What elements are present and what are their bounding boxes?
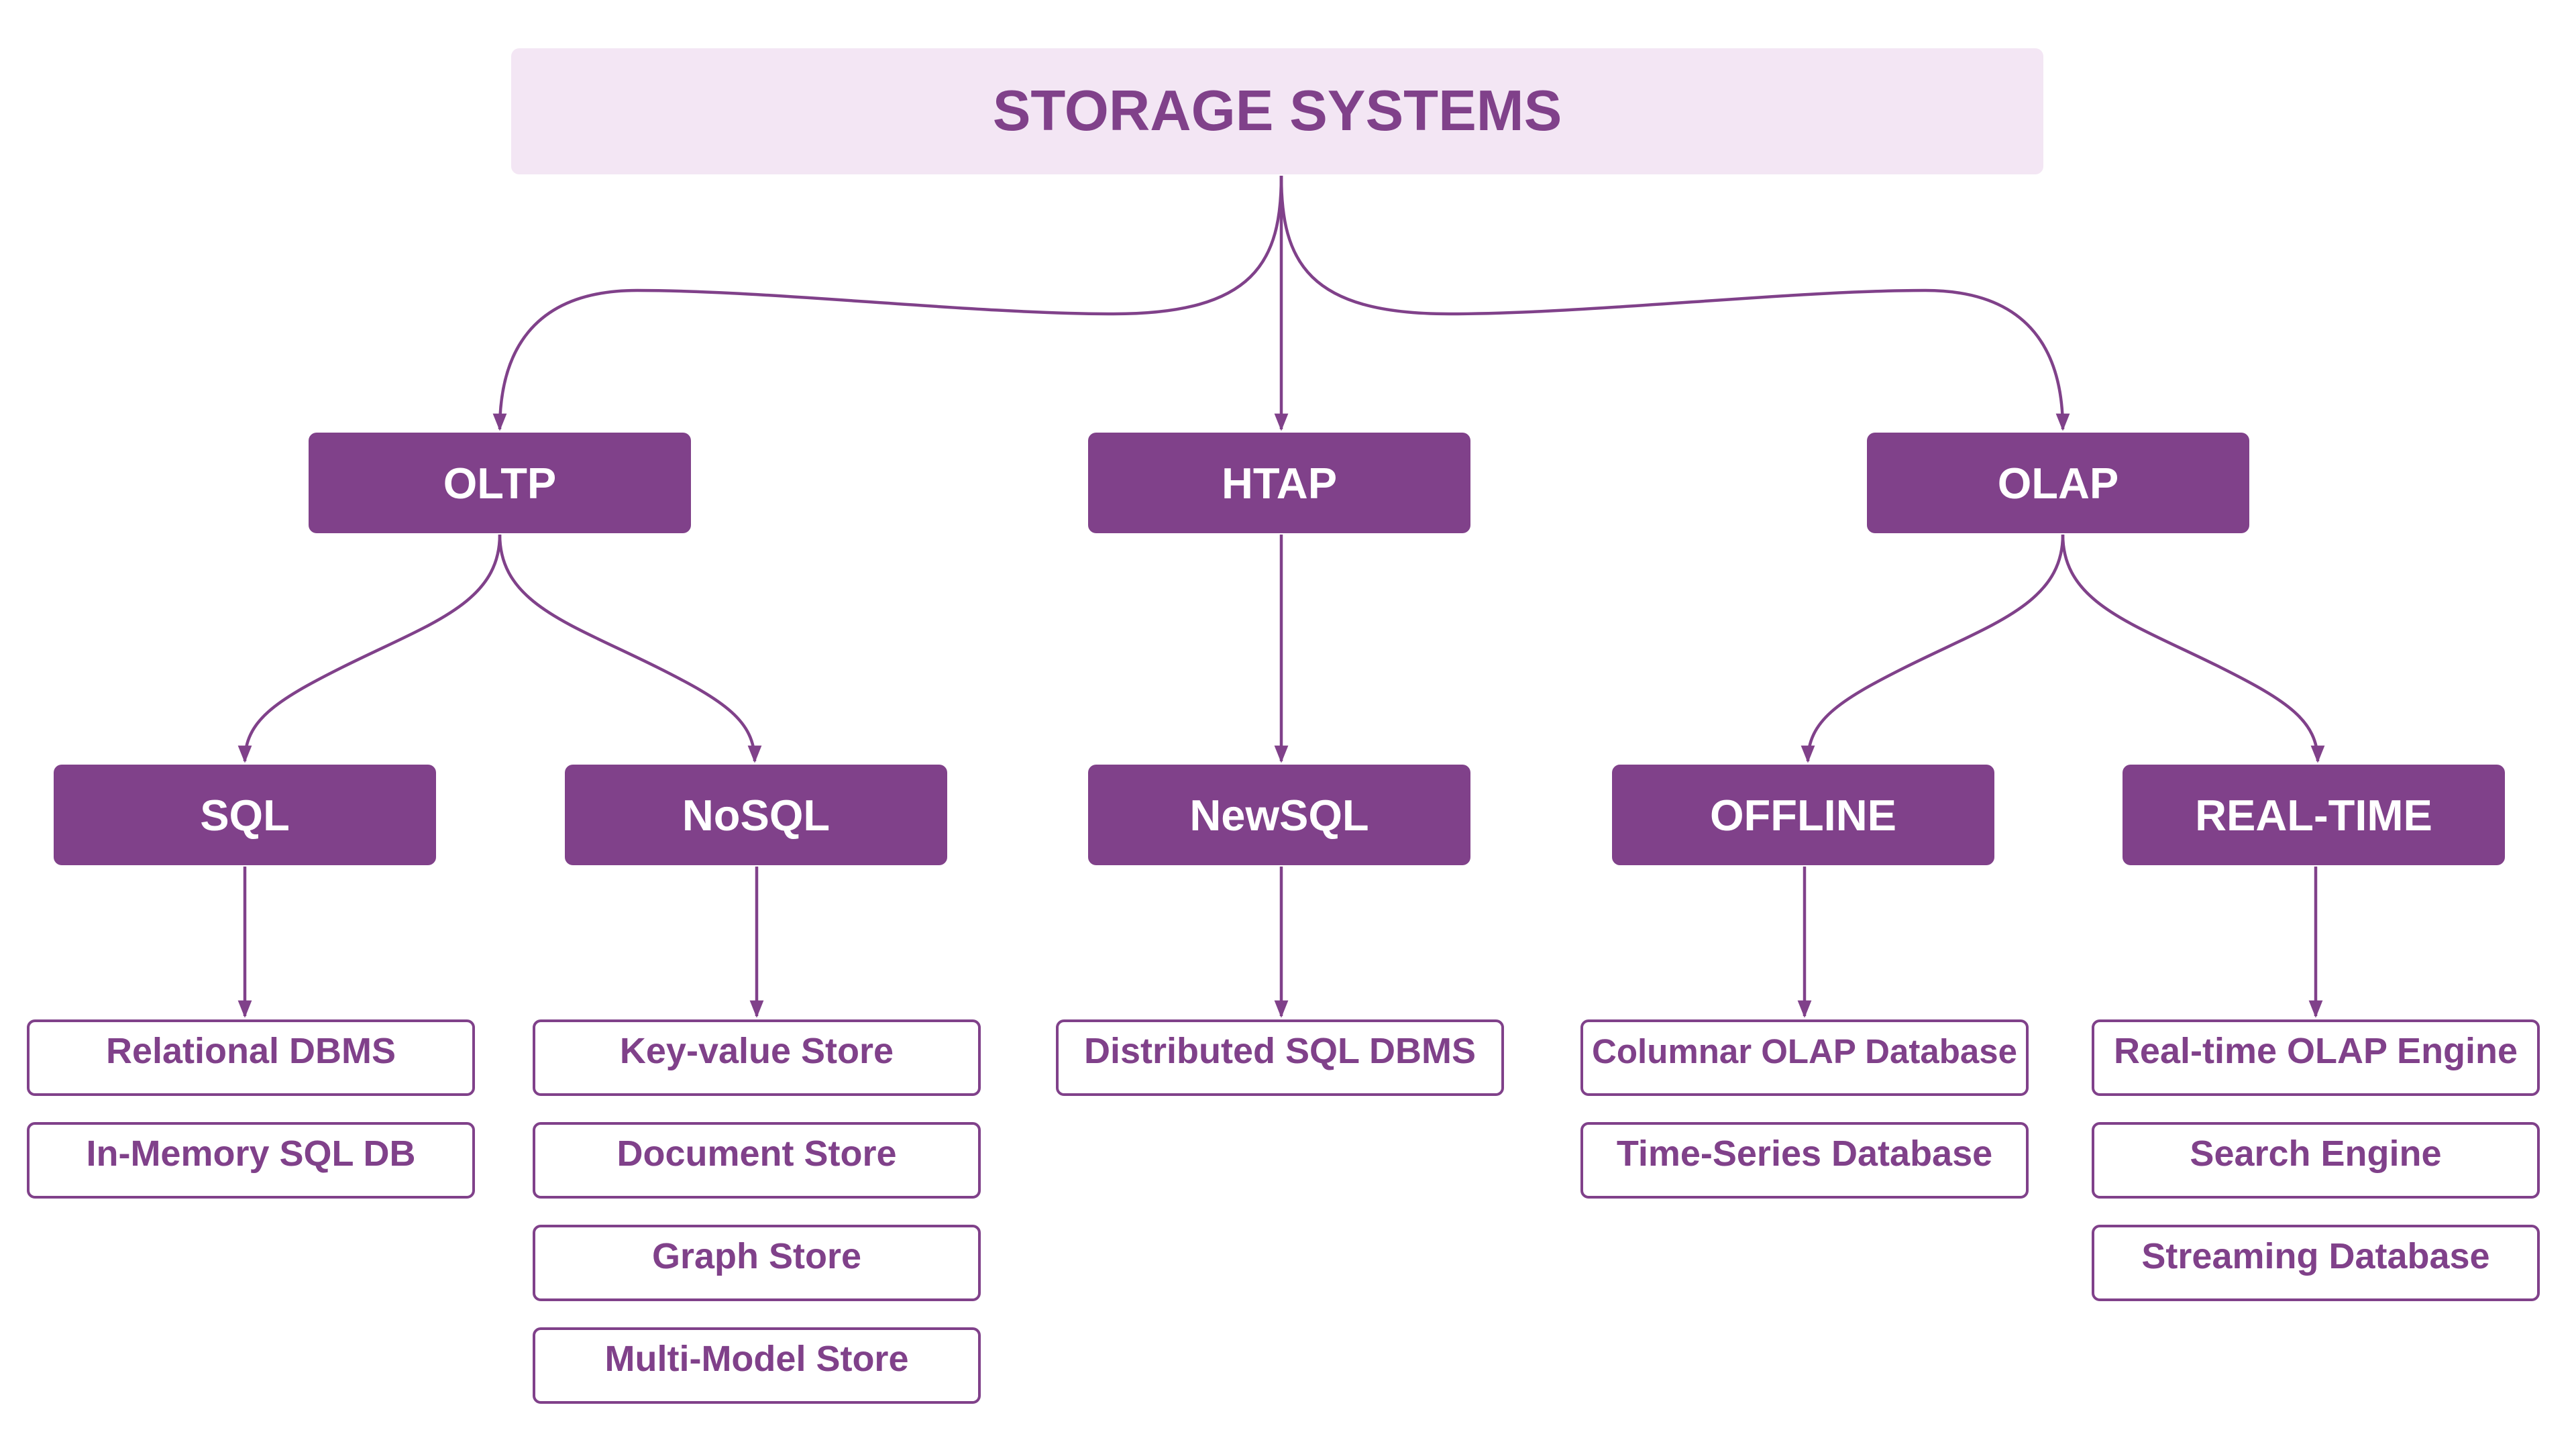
edge-root-olap <box>1279 175 2070 431</box>
leaf-node-time-series-database: Time-Series Database <box>1580 1122 2029 1199</box>
subcategory-node-nosql: NoSQL <box>565 765 947 865</box>
category-node-htap: HTAP <box>1088 433 1470 533</box>
category-node-olap: OLAP <box>1867 433 2249 533</box>
subcategory-node-sql: SQL <box>54 765 436 865</box>
subcategory-node-real-time: REAL-TIME <box>2123 765 2505 865</box>
subcategory-node-offline: OFFLINE <box>1612 765 1994 865</box>
leaf-node-real-time-olap-engine: Real-time OLAP Engine <box>2092 1019 2540 1096</box>
leaf-node-in-memory-sql-db: In-Memory SQL DB <box>27 1122 475 1199</box>
leaf-node-key-value-store: Key-value Store <box>533 1019 981 1096</box>
leaf-node-columnar-olap-database: Columnar OLAP Database <box>1580 1019 2029 1096</box>
edge-olap-realtime <box>2061 534 2325 763</box>
root-node-title: STORAGE SYSTEMS <box>511 48 2043 174</box>
edge-olap-offline <box>1801 534 2065 763</box>
edge-root-oltp <box>492 175 1283 431</box>
category-node-oltp: OLTP <box>309 433 691 533</box>
leaf-node-streaming-database: Streaming Database <box>2092 1225 2540 1301</box>
edge-oltp-sql <box>237 534 502 763</box>
leaf-node-graph-store: Graph Store <box>533 1225 981 1301</box>
leaf-node-relational-dbms: Relational DBMS <box>27 1019 475 1096</box>
subcategory-node-newsql: NewSQL <box>1088 765 1470 865</box>
leaf-node-search-engine: Search Engine <box>2092 1122 2540 1199</box>
leaf-node-distributed-sql-dbms: Distributed SQL DBMS <box>1056 1019 1504 1096</box>
edge-oltp-nosql <box>498 534 762 763</box>
leaf-node-multi-model-store: Multi-Model Store <box>533 1327 981 1404</box>
leaf-node-document-store: Document Store <box>533 1122 981 1199</box>
